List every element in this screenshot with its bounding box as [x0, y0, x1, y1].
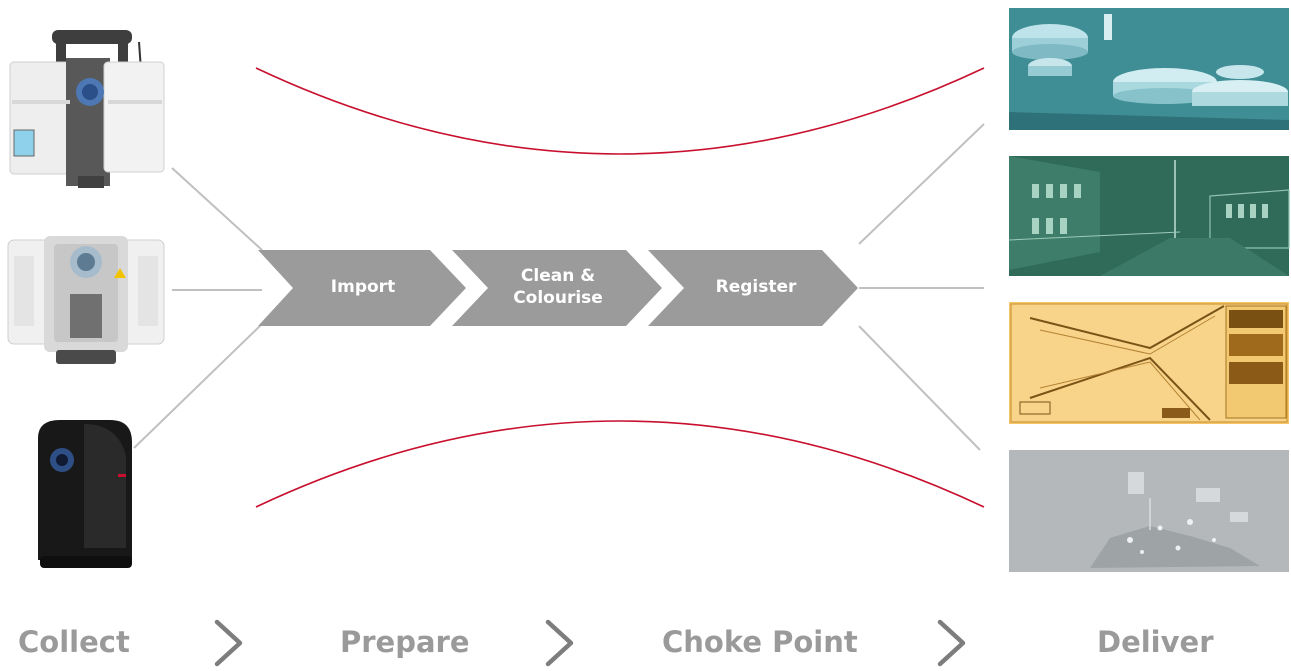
point-cloud-grey-image [1009, 450, 1289, 572]
stage-deliver-label: Deliver [1097, 625, 1214, 659]
stage-choke-point-label: Choke Point [662, 625, 858, 659]
connector-deliver-3 [858, 325, 981, 451]
connector-device-3 [133, 323, 263, 449]
chevron-import [258, 250, 466, 326]
bottom-curve [255, 420, 985, 508]
laser-scanner-compact-icon [7, 236, 165, 364]
stage-arrow-icon [937, 619, 966, 667]
step-import-label: Import [330, 277, 396, 297]
chevron-clean-colourise [452, 250, 662, 326]
point-cloud-tanks-image [1009, 8, 1289, 130]
point-cloud-street-image [1008, 156, 1290, 276]
connector-device-1 [171, 167, 263, 251]
step-register-label: Register [715, 277, 797, 297]
stage-collect-label: Collect [18, 625, 130, 659]
drawing-plan-image [1009, 302, 1289, 424]
step-clean-colourise-label: Clean & Colourise [513, 266, 603, 308]
chevron-register [648, 250, 858, 326]
stage-prepare-label: Prepare [340, 625, 470, 659]
laser-scanner-handle-icon [9, 30, 165, 188]
connector-deliver-1 [858, 123, 985, 245]
stage-arrow-icon [545, 619, 574, 667]
stage-arrow-icon [214, 619, 243, 667]
laser-scanner-black-icon [38, 420, 132, 568]
top-curve [255, 67, 985, 155]
